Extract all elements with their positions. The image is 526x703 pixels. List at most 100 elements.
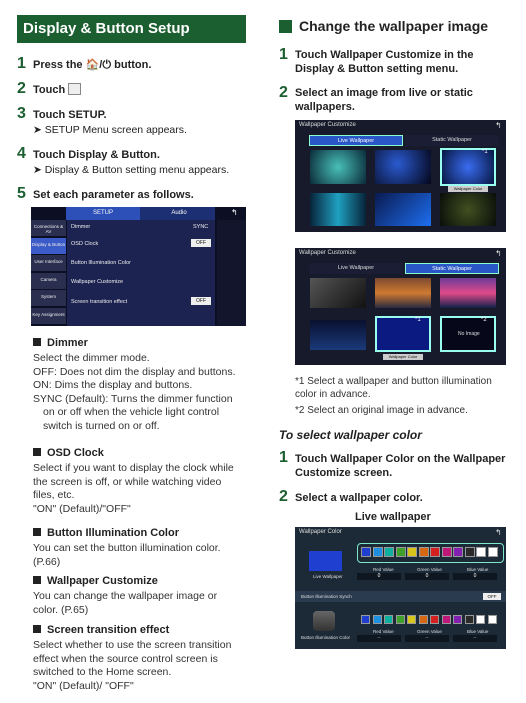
color-swatch[interactable] xyxy=(372,547,383,557)
color-swatch[interactable] xyxy=(361,547,371,557)
color-swatch[interactable] xyxy=(476,615,485,624)
screen-title: Wallpaper Customize xyxy=(299,250,356,256)
home-power-icon: 🏠/⏻ xyxy=(85,59,112,71)
section-header-display-button: Display & Button Setup xyxy=(17,15,246,43)
wallpaper-thumb[interactable] xyxy=(375,278,431,308)
back-icon[interactable]: ↰ xyxy=(495,121,502,130)
row-dimmer[interactable]: Dimmer xyxy=(71,224,91,230)
section-title: Screen transition effect xyxy=(33,624,169,636)
wallpaper-thumb[interactable] xyxy=(310,278,366,308)
wallpaper-thumb-selected[interactable] xyxy=(375,316,431,352)
green-value-stepper[interactable]: -- xyxy=(405,635,449,642)
blue-value-label: Blue Value xyxy=(467,567,489,572)
blue-value-stepper[interactable]: -- xyxy=(453,635,497,642)
tab-static-wallpaper[interactable]: Static Wallpaper xyxy=(405,135,499,146)
tab-live-wallpaper[interactable]: Live Wallpaper xyxy=(309,135,403,146)
color-swatch[interactable] xyxy=(384,547,394,557)
section-title: Button Illumination Color xyxy=(33,527,179,539)
wallpaper-thumb-selected[interactable] xyxy=(440,148,496,186)
section-text: You can change the wallpaper image or xyxy=(33,590,218,602)
color-swatch[interactable] xyxy=(407,615,416,624)
blue-value-stepper[interactable]: 0 xyxy=(453,573,497,580)
tab-audio[interactable]: Audio xyxy=(171,210,187,216)
side-menu-item[interactable]: Key Assignment xyxy=(31,307,66,324)
tab-static-wallpaper[interactable]: Static Wallpaper xyxy=(405,263,499,274)
color-swatch[interactable] xyxy=(453,547,463,557)
section-text: Select if you want to display the clock … xyxy=(33,462,234,474)
scrollbar[interactable] xyxy=(217,220,246,326)
red-value-stepper[interactable]: 0 xyxy=(357,573,401,580)
no-image-label: No Image xyxy=(458,331,480,337)
side-menu-item[interactable]: Camera xyxy=(31,272,66,289)
side-menu-item[interactable]: Connections & AV xyxy=(31,220,66,236)
bullet-square-icon xyxy=(33,338,41,346)
wallpaper-thumb[interactable] xyxy=(375,193,431,226)
section-text: Select the dimmer mode. xyxy=(33,352,150,364)
color-swatch[interactable] xyxy=(430,547,440,557)
color-swatch[interactable] xyxy=(418,547,429,557)
back-icon[interactable]: ↰ xyxy=(495,528,502,537)
section-header-wallpaper: Change the wallpaper image xyxy=(299,18,489,34)
footnote-2: *2 Select an original image in advance. xyxy=(295,405,468,416)
step-number: 1 xyxy=(279,46,288,63)
bullet-square-icon xyxy=(33,448,41,456)
color-swatch[interactable] xyxy=(384,615,393,624)
side-menu-item[interactable]: User Interface xyxy=(31,255,66,271)
back-icon[interactable]: ↰ xyxy=(231,208,238,217)
color-swatch[interactable] xyxy=(464,615,474,624)
section-text: on or off when the vehicle light control xyxy=(43,406,220,418)
color-swatch[interactable] xyxy=(395,615,405,624)
row-osd-clock[interactable]: OSD Clock xyxy=(71,241,99,247)
tab-live-wallpaper[interactable]: Live Wallpaper xyxy=(309,263,403,274)
screen-transition-toggle[interactable]: OFF xyxy=(191,297,211,305)
original-image-thumb[interactable] xyxy=(440,316,496,352)
red-value-label: Red Value xyxy=(373,567,394,572)
color-swatch[interactable] xyxy=(430,615,439,624)
wallpaper-thumb[interactable] xyxy=(310,193,366,226)
color-swatch[interactable] xyxy=(441,615,451,624)
wallpaper-customize-live-screen: Wallpaper Customize ↰ Live Wallpaper Sta… xyxy=(295,120,506,232)
color-swatch[interactable] xyxy=(476,547,486,557)
row-wallpaper-customize[interactable]: Wallpaper Customize xyxy=(71,279,124,285)
step-number: 3 xyxy=(17,105,26,122)
wallpaper-thumb[interactable] xyxy=(440,193,496,226)
side-menu-item[interactable]: System xyxy=(31,290,66,306)
wallpaper-thumb[interactable] xyxy=(310,150,366,184)
wallpaper-customize-static-screen: Wallpaper Customize ↰ Live Wallpaper Sta… xyxy=(295,248,506,365)
back-icon[interactable]: ↰ xyxy=(495,249,502,258)
color-preview xyxy=(309,551,342,571)
color-swatch[interactable] xyxy=(395,547,406,557)
osd-clock-toggle[interactable]: OFF xyxy=(191,239,211,247)
color-swatch[interactable] xyxy=(372,615,382,624)
wallpaper-thumb[interactable] xyxy=(440,278,496,308)
color-swatch[interactable] xyxy=(453,615,462,624)
row-screen-transition[interactable]: Screen transition effect xyxy=(71,299,128,305)
wallpaper-thumb[interactable] xyxy=(310,320,366,350)
color-swatch[interactable] xyxy=(418,615,428,624)
color-swatch[interactable] xyxy=(407,547,417,557)
note-mark: *2 xyxy=(481,317,487,323)
color-swatch[interactable] xyxy=(441,547,452,557)
color-swatch[interactable] xyxy=(361,615,370,624)
tab-setup[interactable]: SETUP xyxy=(66,207,140,220)
section-text: effect when the source control screen is xyxy=(33,652,218,665)
wallpaper-thumb[interactable] xyxy=(375,150,431,184)
step-text: Press the 🏠/⏻ button. xyxy=(33,59,152,71)
dimmer-value: SYNC xyxy=(193,224,209,230)
section-text: (P.66) xyxy=(33,555,61,568)
side-menu-item[interactable]: Display & Button xyxy=(31,237,66,254)
step-text: Touch xyxy=(33,83,82,97)
green-value-stepper[interactable]: 0 xyxy=(405,573,449,580)
red-value-stepper[interactable]: -- xyxy=(357,635,401,642)
color-swatch[interactable] xyxy=(487,547,498,557)
row-button-illumination-color[interactable]: Button Illumination Color xyxy=(71,260,131,266)
section-text: color. (P.65) xyxy=(33,603,89,616)
color-swatch[interactable] xyxy=(487,615,497,624)
sync-toggle[interactable]: OFF xyxy=(483,593,501,600)
note-mark: *1 xyxy=(482,149,488,155)
color-swatch[interactable] xyxy=(464,547,475,557)
swatch-row-highlight xyxy=(357,543,504,563)
blue-value-label: Blue Value xyxy=(467,629,489,634)
step-text: Touch Wallpaper Color on the Wallpaper C… xyxy=(295,453,506,479)
section-text: files, etc. xyxy=(33,489,75,501)
